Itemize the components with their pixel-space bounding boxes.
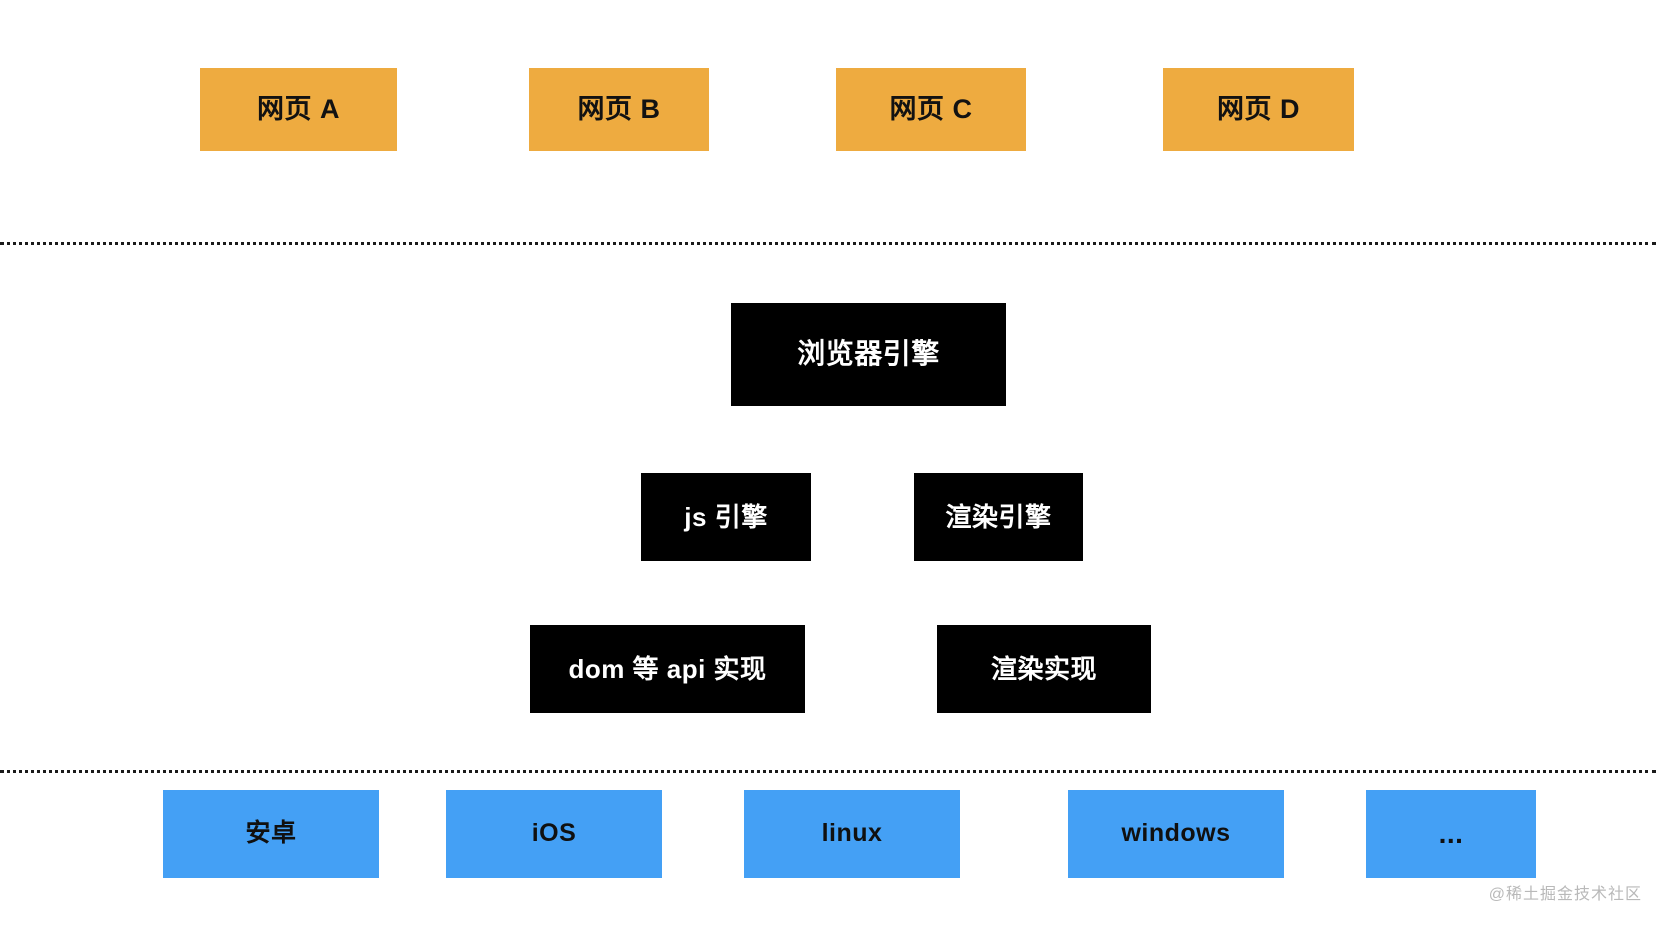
- engine-box-render-engine[interactable]: 渲染引擎: [914, 473, 1083, 561]
- os-box-windows-label: windows: [1121, 819, 1231, 848]
- os-box-more-label: ...: [1438, 817, 1464, 849]
- engine-box-browser-engine[interactable]: 浏览器引擎: [731, 303, 1006, 406]
- engine-box-dom-api-impl[interactable]: dom 等 api 实现: [530, 625, 805, 713]
- engine-box-render-engine-label: 渲染引擎: [945, 501, 1052, 532]
- page-box-a[interactable]: 网页 A: [200, 68, 397, 151]
- os-box-linux-label: linux: [821, 819, 883, 848]
- engine-box-js-engine-label: js 引擎: [684, 501, 768, 532]
- page-box-c[interactable]: 网页 C: [836, 68, 1026, 151]
- os-box-ios[interactable]: iOS: [446, 790, 662, 878]
- engine-box-js-engine[interactable]: js 引擎: [641, 473, 811, 561]
- page-box-c-label: 网页 C: [889, 93, 973, 124]
- os-box-android[interactable]: 安卓: [163, 790, 379, 878]
- page-box-d-label: 网页 D: [1217, 93, 1300, 124]
- os-box-android-label: 安卓: [245, 819, 297, 848]
- divider-pages-engine: [0, 242, 1656, 245]
- engine-box-dom-api-impl-label: dom 等 api 实现: [568, 653, 767, 684]
- page-box-a-label: 网页 A: [257, 93, 340, 124]
- engine-box-render-impl-label: 渲染实现: [990, 653, 1097, 684]
- os-box-more[interactable]: ...: [1366, 790, 1536, 878]
- page-box-d[interactable]: 网页 D: [1163, 68, 1354, 151]
- os-box-ios-label: iOS: [531, 819, 577, 848]
- divider-engine-os: [0, 770, 1656, 773]
- watermark: @稀土掘金技术社区: [1488, 886, 1642, 903]
- page-box-b[interactable]: 网页 B: [529, 68, 709, 151]
- os-box-linux[interactable]: linux: [744, 790, 960, 878]
- page-box-b-label: 网页 B: [577, 93, 661, 124]
- engine-box-browser-engine-label: 浏览器引擎: [797, 338, 940, 370]
- engine-box-render-impl[interactable]: 渲染实现: [937, 625, 1151, 713]
- os-box-windows[interactable]: windows: [1068, 790, 1284, 878]
